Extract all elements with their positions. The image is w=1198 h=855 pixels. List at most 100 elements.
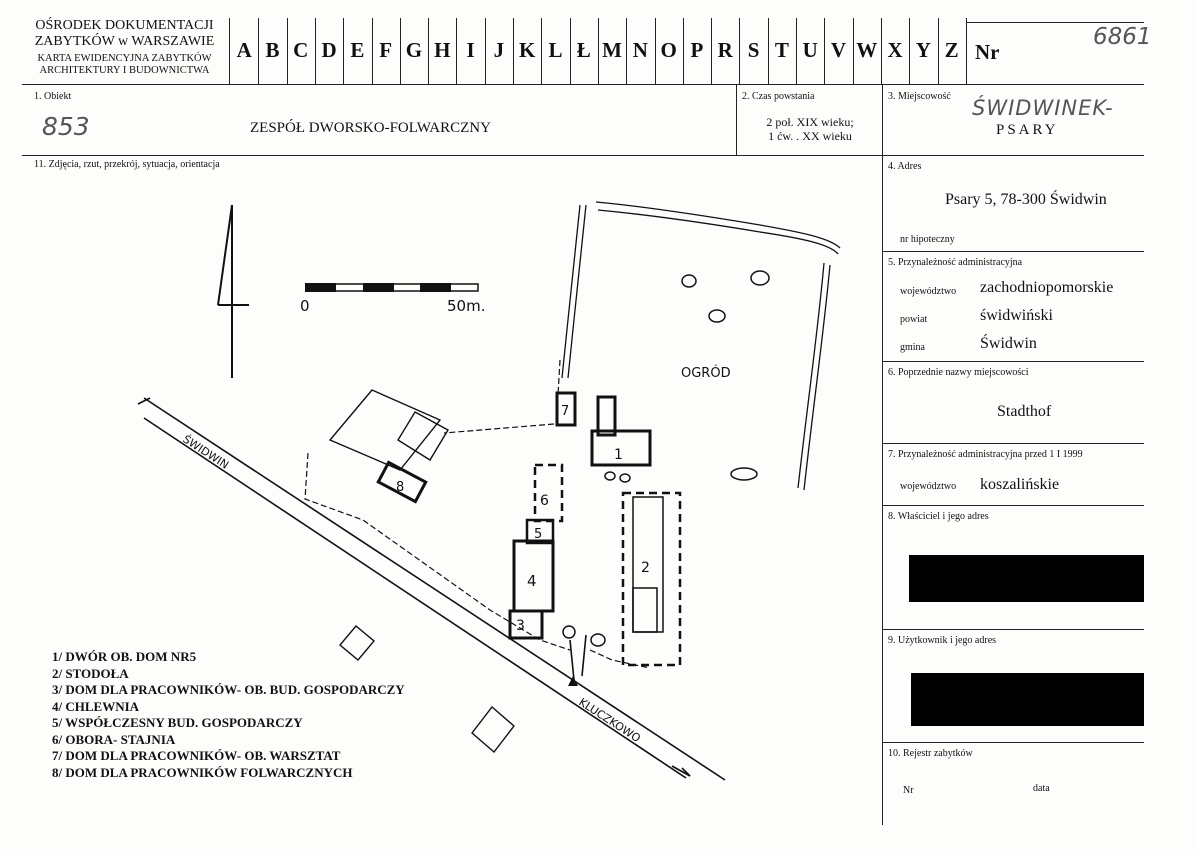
legend-item: 8/ DOM DLA PRACOWNIKÓW FOLWARCZNYCH	[52, 764, 353, 780]
row1-divider-b	[882, 85, 883, 825]
legend-item: 5/ WSPÓŁCZESNY BUD. GOSPODARCZY	[52, 715, 303, 730]
building-number-6: 6	[540, 493, 549, 509]
admin-before-voivodeship-label: województwo	[900, 481, 957, 492]
user-redaction	[911, 673, 1144, 726]
letter-index-y: Y	[915, 38, 931, 62]
letter-divider	[399, 18, 401, 85]
north-arrow-icon	[217, 204, 249, 378]
object-label: 1. Obiekt	[34, 91, 72, 102]
former-names-label: 6. Poprzednie nazwy miejscowości	[888, 367, 1029, 378]
letter-divider	[484, 18, 486, 85]
outbuilding	[328, 389, 515, 754]
admin-label: 5. Przynależność administracyjna	[888, 257, 1023, 268]
legend-item: 6/ OBORA- STAJNIA	[52, 731, 176, 747]
object-handwritten-number: 853	[42, 112, 90, 141]
nr-label: Nr	[975, 40, 1000, 64]
header-left-divider	[229, 18, 230, 85]
former-names-bottom-line	[883, 443, 1144, 444]
letter-divider	[937, 18, 939, 85]
building-number-2: 2	[641, 560, 650, 576]
letter-index-r: R	[717, 38, 733, 62]
letter-divider	[909, 18, 911, 85]
building-number-1: 1	[614, 447, 623, 463]
voivodeship-value: zachodniopomorskie	[980, 279, 1114, 296]
road	[137, 397, 726, 781]
letter-index-h: H	[434, 38, 451, 62]
building-1	[590, 395, 652, 467]
letter-divider	[739, 18, 741, 85]
site-plan: 0 50m. OGRÓD ŚWIDWIN KLUCZKOWO 1 2 3 4 5…	[137, 201, 841, 781]
register-label: 10. Rejestr zabytków	[888, 748, 973, 759]
commune-label: gmina	[900, 342, 925, 353]
letter-divider	[965, 18, 967, 85]
letter-index-p: P	[690, 38, 704, 62]
admin-before-voivodeship-value: koszalińskie	[980, 476, 1060, 493]
register-date-label: data	[1033, 783, 1050, 794]
building-number-5: 5	[534, 527, 542, 542]
letter-index-s: S	[747, 38, 760, 62]
legend-item: 1/ DWÓR OB. DOM NR5	[52, 649, 197, 664]
letter-index-u: U	[802, 38, 818, 62]
building-3	[508, 609, 544, 640]
admin-before-label: 7. Przynależność administracyjna przed 1…	[888, 449, 1083, 460]
letter-divider	[428, 18, 430, 85]
letter-index-n: N	[632, 38, 648, 62]
letter-divider	[541, 18, 543, 85]
letter-index-t: T	[774, 38, 789, 62]
letter-index-b: B	[265, 38, 280, 62]
letter-index-v: V	[830, 38, 847, 62]
letter-divider	[513, 18, 514, 85]
letter-index-j: J	[493, 38, 505, 62]
locality-typed: PSARY	[996, 122, 1059, 138]
letter-index-x: X	[887, 38, 903, 62]
letter-divider	[258, 18, 260, 85]
legend-item: 7/ DOM DLA PRACOWNIKÓW- OB. WARSZTAT	[52, 748, 341, 763]
building-8	[376, 460, 428, 504]
owner-bottom-line	[883, 629, 1144, 630]
building-7	[555, 391, 577, 427]
letter-divider	[824, 18, 826, 85]
building-5	[525, 518, 555, 545]
legend-item: 2/ STODOŁA	[52, 665, 129, 681]
card-title: KARTA EWIDENCYJNA ZABYTKÓW ARCHITEKTURY …	[37, 53, 212, 76]
bush-icon	[562, 270, 770, 647]
letter-divider	[314, 18, 316, 85]
letter-divider	[880, 18, 882, 85]
admin-bottom-line	[883, 361, 1144, 362]
letter-divider	[286, 18, 288, 85]
scale-bar	[305, 283, 479, 292]
address-bottom-line	[883, 251, 1144, 252]
user-label: 9. Użytkownik i jego adres	[888, 635, 997, 646]
nr-box-top	[966, 22, 1144, 23]
letter-divider	[852, 18, 854, 85]
letter-index-e: E	[350, 38, 365, 62]
nr-handwritten-value: 6861	[1093, 24, 1152, 50]
institution-name: OŚRODEK DOKUMENTACJI ZABYTKÓW w WARSZAWI…	[34, 18, 215, 49]
letter-index-d: D	[321, 38, 337, 62]
letter-divider	[796, 18, 797, 85]
county-label: powiat	[900, 314, 928, 325]
letter-index-f: F	[379, 38, 393, 62]
letter-index-l: L	[548, 38, 563, 62]
scale-end-label: 50m.	[447, 297, 485, 315]
admin-before-bottom-line	[883, 505, 1144, 506]
letter-divider	[371, 18, 373, 85]
letter-divider	[711, 18, 713, 85]
building-number-7: 7	[561, 404, 569, 419]
letter-divider	[456, 18, 458, 85]
row1-bottom-line	[22, 155, 1144, 156]
user-bottom-line	[883, 742, 1144, 743]
header-bottom-line	[22, 84, 1144, 85]
letter-index-m: M	[602, 38, 622, 62]
period-label: 2. Czas powstania	[742, 91, 815, 102]
building-number-8: 8	[396, 480, 404, 495]
voivodeship-label: województwo	[900, 286, 957, 297]
building-2	[621, 491, 682, 667]
building-number-4: 4	[527, 572, 537, 590]
address-value: Psary 5, 78-300 Świdwin	[945, 191, 1107, 208]
building-number-3: 3	[516, 618, 525, 634]
register-nr-label: Nr	[903, 785, 914, 796]
letter-index-g: G	[405, 38, 423, 62]
letter-divider	[569, 18, 571, 85]
